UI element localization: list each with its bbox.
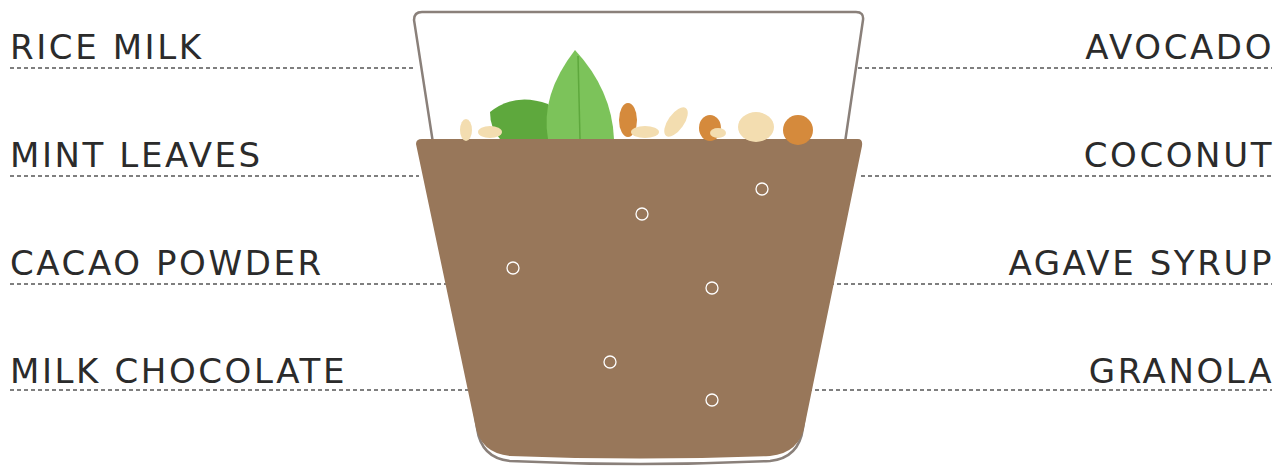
ingredient-label: CACAO POWDER — [10, 246, 324, 280]
ingredient-label: AVOCADO — [1085, 30, 1274, 64]
granola-piece — [783, 115, 813, 145]
leader-line — [10, 389, 472, 390]
ingredient-label: MINT LEAVES — [10, 138, 263, 172]
smoothie-liquid — [416, 139, 862, 459]
bubble — [507, 262, 519, 274]
mint-leaf — [547, 50, 614, 139]
leader-line — [10, 175, 419, 176]
leader-line — [10, 283, 452, 284]
granola-piece — [631, 126, 659, 138]
leader-line — [858, 67, 1272, 68]
leader-line — [808, 389, 1272, 390]
ingredient-label: MILK CHOCOLATE — [10, 354, 347, 388]
leaf-vein — [578, 56, 580, 139]
glass-outline — [414, 12, 863, 464]
ingredient-label: AGAVE SYRUP — [1008, 246, 1274, 280]
ingredient-label: RICE MILK — [10, 30, 204, 64]
bubble — [706, 282, 718, 294]
ingredient-label: COCONUT — [1084, 138, 1274, 172]
granola-piece — [738, 112, 774, 142]
bubble — [706, 394, 718, 406]
granola-piece — [710, 128, 726, 138]
leader-line — [861, 175, 1272, 176]
bubble — [604, 356, 616, 368]
ingredient-label: GRANOLA — [1089, 354, 1274, 388]
bubbles — [507, 183, 768, 406]
granola-piece — [460, 119, 472, 141]
granola-piece — [660, 103, 693, 140]
leader-line — [830, 283, 1272, 284]
granola-piece — [478, 126, 502, 138]
granola-topping — [460, 103, 813, 145]
bubble — [756, 183, 768, 195]
mint-leaves — [490, 50, 614, 139]
bubble — [636, 208, 648, 220]
leader-line — [10, 67, 416, 68]
